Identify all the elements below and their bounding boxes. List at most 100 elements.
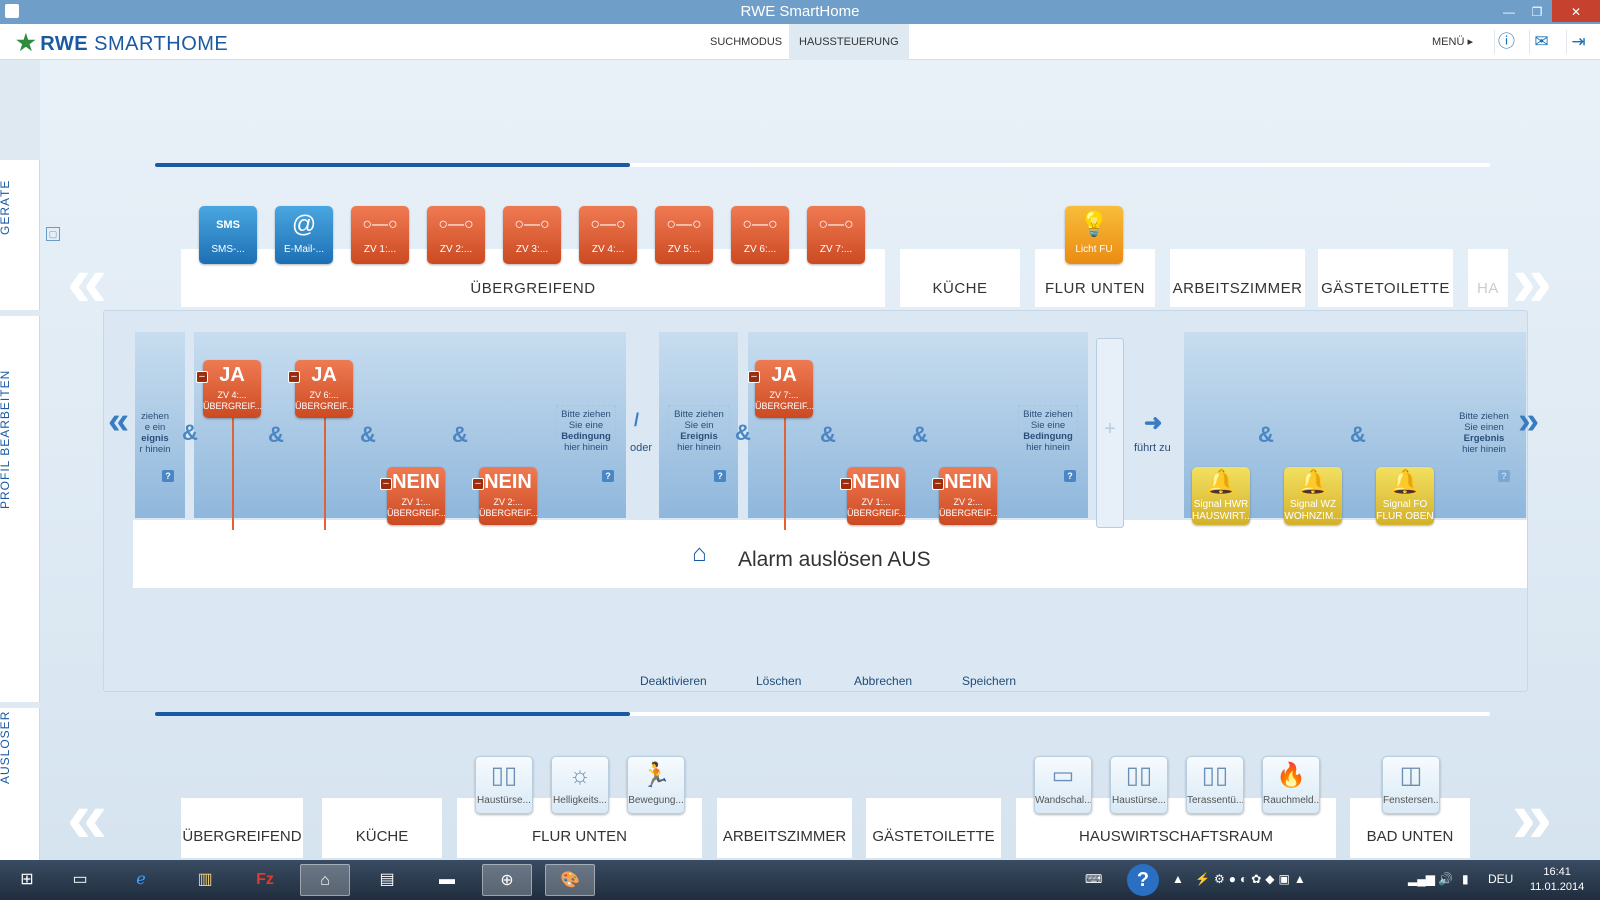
- trigger-room-arbeitszimmer[interactable]: ARBEITSZIMMER: [717, 798, 852, 858]
- clock[interactable]: 16:41 11.01.2014: [1530, 865, 1584, 895]
- editor-scroll-right-icon[interactable]: »: [1518, 400, 1540, 442]
- editor-scroll-left-icon[interactable]: «: [108, 400, 130, 442]
- paint-icon[interactable]: 🎨: [545, 864, 595, 896]
- help-icon[interactable]: ?: [602, 470, 614, 482]
- device-tile-zv3[interactable]: ○—○ZV 3:...: [503, 206, 561, 264]
- remove-condition-icon[interactable]: –: [288, 371, 300, 383]
- event-dropzone-2[interactable]: [659, 332, 738, 518]
- volume-icon[interactable]: 🔊: [1438, 872, 1453, 886]
- signal-icon[interactable]: ▂▄▆: [1408, 872, 1435, 886]
- power-icon[interactable]: ▮: [1462, 872, 1469, 886]
- explorer-icon[interactable]: ▥: [197, 871, 213, 888]
- hp-icon[interactable]: ⊕: [482, 864, 532, 896]
- remove-condition-icon[interactable]: –: [840, 478, 852, 490]
- close-button[interactable]: ✕: [1552, 0, 1600, 22]
- menu-button[interactable]: MENÜ ▸: [1432, 36, 1473, 48]
- trigger-tile[interactable]: ◫Fenstersen...: [1382, 756, 1440, 814]
- restore-button[interactable]: ❐: [1531, 5, 1543, 19]
- device-tile-zv2[interactable]: ○—○ZV 2:...: [427, 206, 485, 264]
- device-room-kueche[interactable]: KÜCHE: [900, 249, 1020, 307]
- event-dropzone-left[interactable]: [135, 332, 185, 518]
- info-icon[interactable]: ⓘ: [1494, 30, 1518, 54]
- remove-condition-icon[interactable]: –: [196, 371, 208, 383]
- device-tile-zv5[interactable]: ○—○ZV 5:...: [655, 206, 713, 264]
- mail-icon[interactable]: ✉: [1529, 30, 1553, 54]
- help-icon[interactable]: ?: [1127, 864, 1159, 896]
- condition-state: NEIN: [392, 471, 440, 493]
- filezilla-icon[interactable]: Fz: [256, 871, 274, 888]
- cancel-button[interactable]: Abbrechen: [854, 674, 913, 688]
- trigger-tile[interactable]: 🔥Rauchmeld...: [1262, 756, 1320, 814]
- device-tile-zv6[interactable]: ○—○ZV 6:...: [731, 206, 789, 264]
- device-room-partial[interactable]: HA: [1468, 249, 1508, 307]
- device-tile-label: ZV 4:...: [591, 244, 625, 255]
- ie-icon[interactable]: ℯ: [136, 871, 146, 888]
- deactivate-button[interactable]: Deaktivieren: [640, 674, 707, 688]
- remove-condition-icon[interactable]: –: [380, 478, 392, 490]
- tab-haussteuerung[interactable]: HAUSSTEUERUNG: [789, 24, 909, 60]
- trigger-room-uebergreifend[interactable]: ÜBERGREIFEND: [181, 798, 303, 858]
- collapse-icon[interactable]: ▢: [46, 227, 60, 241]
- device-room-gaestetoilette[interactable]: GÄSTETOILETTE: [1318, 249, 1453, 307]
- trigger-tile[interactable]: ▯▯Terassentü...: [1186, 756, 1244, 814]
- device-tile-email[interactable]: @E-Mail-...: [275, 206, 333, 264]
- triggers-scroll-left-icon[interactable]: «: [67, 778, 108, 858]
- remove-condition-icon[interactable]: –: [932, 478, 944, 490]
- windows-start-icon[interactable]: ⊞: [20, 871, 34, 888]
- remove-condition-icon[interactable]: –: [472, 478, 484, 490]
- wintv-icon[interactable]: ▤: [379, 871, 395, 888]
- terminal-icon[interactable]: ▭: [72, 871, 88, 888]
- logout-icon[interactable]: ⇥: [1566, 30, 1590, 54]
- tray-expand-icon[interactable]: ▲: [1172, 872, 1184, 886]
- device-tile-licht-fu[interactable]: 💡Licht FU: [1065, 206, 1123, 264]
- add-branch-button[interactable]: +: [1096, 338, 1124, 528]
- help-icon[interactable]: ?: [1064, 470, 1076, 482]
- minimize-button[interactable]: —: [1503, 5, 1515, 19]
- hint-line: Bitte ziehen: [1023, 409, 1073, 420]
- tab-suchmodus[interactable]: SUCHMODUS: [710, 36, 783, 48]
- keyboard-icon[interactable]: ⌨: [1085, 872, 1103, 886]
- tray-icons[interactable]: ⚡⚙●◐✿◆▣▲: [1195, 872, 1310, 886]
- brand-logo: ★RWE SMARTHOME: [16, 30, 228, 56]
- device-tile-zv4[interactable]: ○—○ZV 4:...: [579, 206, 637, 264]
- devices-scroll-right-icon[interactable]: »: [1512, 242, 1553, 322]
- device-tile-zv7[interactable]: ○—○ZV 7:...: [807, 206, 865, 264]
- trigger-tile[interactable]: ▯▯Haustürse...: [1110, 756, 1168, 814]
- trigger-tile[interactable]: ☼Helligkeits...: [551, 756, 609, 814]
- device-tile-zv1[interactable]: ○—○ZV 1:...: [351, 206, 409, 264]
- trigger-room-kueche[interactable]: KÜCHE: [322, 798, 442, 858]
- trigger-room-gaestetoilette[interactable]: GÄSTETOILETTE: [866, 798, 1001, 858]
- trigger-tile[interactable]: ▭Wandschal...: [1034, 756, 1092, 814]
- or-operator: oder: [630, 442, 653, 454]
- help-icon[interactable]: ?: [162, 470, 174, 482]
- delete-button[interactable]: Löschen: [756, 674, 802, 688]
- help-icon[interactable]: ?: [714, 470, 726, 482]
- trigger-tile[interactable]: 🏃Bewegung...: [627, 756, 685, 814]
- save-button[interactable]: Speichern: [962, 674, 1017, 688]
- lightbulb-icon: 💡: [1079, 211, 1109, 238]
- remove-condition-icon[interactable]: –: [748, 371, 760, 383]
- trigger-tile[interactable]: ▯▯Haustürse...: [475, 756, 533, 814]
- device-room-arbeitszimmer[interactable]: ARBEITSZIMMER: [1170, 249, 1305, 307]
- rwe-app-taskbar-icon[interactable]: ⌂: [300, 864, 350, 896]
- help-icon[interactable]: ?: [1498, 470, 1510, 482]
- triggers-scroll-right-icon[interactable]: »: [1512, 778, 1553, 858]
- app-taskbar-icon[interactable]: ▬: [439, 871, 455, 888]
- devices-scroll-left-icon[interactable]: «: [67, 242, 108, 322]
- input-language[interactable]: DEU: [1488, 872, 1514, 886]
